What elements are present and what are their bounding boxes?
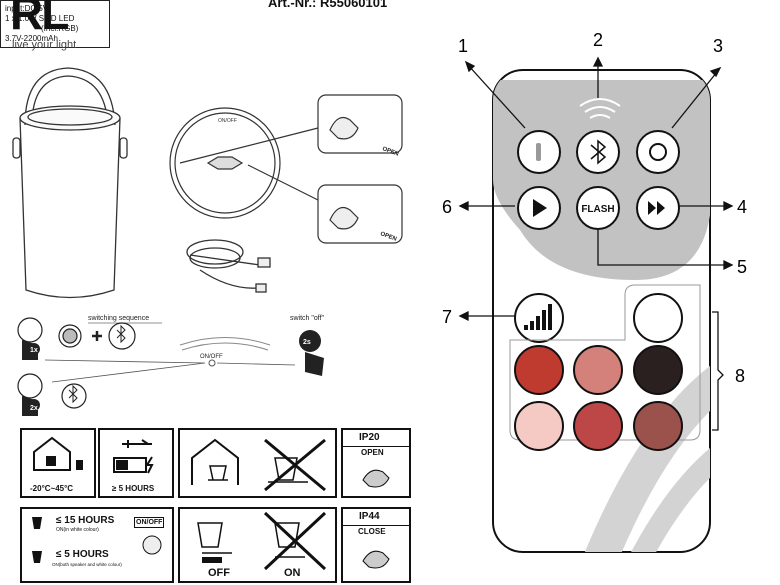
lamp-on-off-icon <box>197 511 327 571</box>
article-number: Art.-Nr.: R55060101 <box>268 0 388 10</box>
base-on-off-label: ON/OFF <box>218 118 237 124</box>
ip20-box: IP20 OPEN <box>341 428 411 498</box>
on-off-dot <box>208 359 216 367</box>
open-label-2: OPEN <box>379 231 397 242</box>
brand-tagline: live your light <box>12 39 77 51</box>
switch-off-label: switch "off" <box>290 315 325 322</box>
temperature-range: -20°C~45°C <box>30 484 74 493</box>
on-label: ON <box>284 567 301 579</box>
hold-2s-label: 2s <box>303 339 311 346</box>
callout-5: 5 <box>737 257 747 277</box>
usb-charge-icon <box>113 439 154 474</box>
open-label-1: OPEN <box>381 146 399 157</box>
press-2x-label: 2x <box>30 405 38 412</box>
spec-box: input:DC 5V 1 x 1.0W SMD LED (Incl.RGB) … <box>0 0 110 48</box>
color-button-red[interactable] <box>514 345 564 395</box>
off-icon <box>649 143 667 161</box>
callout-arrows <box>458 56 734 431</box>
house-icon <box>33 436 83 471</box>
remote-diagram: FLASH 1 2 3 4 5 6 7 8 <box>442 30 747 553</box>
usb-cable-illustration <box>186 239 271 293</box>
color-button-dark[interactable] <box>633 345 683 395</box>
ip44-box: IP44 CLOSE <box>341 507 411 583</box>
indoor-only-icon <box>191 438 326 492</box>
manual-illustrations: ON/OFF OPEN OPEN switching sequence swit… <box>12 67 403 416</box>
runtime-both-note: ON(both speaker and white colour) <box>52 562 122 567</box>
lamp-base-illustration <box>169 94 403 244</box>
runtime-white-note: ON(in white colour) <box>56 527 99 533</box>
spec-line: (Incl.RGB) <box>41 24 79 33</box>
color-grid-frame <box>509 284 701 441</box>
color-button-crimson[interactable] <box>573 401 623 451</box>
ip20-state: OPEN <box>361 448 384 457</box>
color-button-pink[interactable] <box>514 401 564 451</box>
callout-7: 7 <box>442 307 452 327</box>
runtime-both: ≤ 5 HOURS <box>56 549 109 560</box>
off-label: OFF <box>208 567 230 579</box>
brand-logo: RL <box>10 0 69 39</box>
temperature-box: -20°C~45°C <box>20 428 96 498</box>
open-plug-icon <box>362 469 390 488</box>
closed-plug-icon <box>362 550 390 569</box>
indoor-box <box>178 428 337 498</box>
play-icon <box>533 199 547 217</box>
charge-time: ≥ 5 HOURS <box>112 484 155 493</box>
spec-line: 3.7V-2200mAh <box>5 34 58 43</box>
flash-label: FLASH <box>581 204 614 215</box>
press-1x-label: 1x <box>30 347 38 354</box>
on-off-indicator-label: ON/OFF <box>200 354 223 360</box>
runtime-box: ≤ 15 HOURS ON(in white colour) ≤ 5 HOURS… <box>20 507 174 583</box>
off-button[interactable] <box>636 130 680 174</box>
color-button-white[interactable] <box>633 293 683 343</box>
callout-3: 3 <box>713 36 723 56</box>
callout-1: 1 <box>458 36 468 56</box>
lamp-runtime-icon <box>32 517 42 563</box>
sequence-icons <box>58 322 136 350</box>
ip20-rating: IP20 <box>359 432 380 443</box>
fast-forward-icon <box>648 201 665 215</box>
bluetooth-speaker-icon <box>61 383 87 409</box>
color-button-brown[interactable] <box>633 401 683 451</box>
switching-sequence-label: switching sequence <box>88 315 149 322</box>
color-button-light-red[interactable] <box>573 345 623 395</box>
base-edge-illustration <box>179 337 271 351</box>
remote-top-panel <box>493 80 710 280</box>
on-off-button-icon <box>142 535 162 555</box>
callout-2: 2 <box>593 30 603 50</box>
on-off-button-label: ON/OFF <box>134 517 165 528</box>
wireless-icon <box>579 98 621 119</box>
hold-2s-hand <box>299 330 324 376</box>
ip44-rating: IP44 <box>359 511 380 522</box>
callout-4: 4 <box>737 197 747 217</box>
brightness-bars-icon <box>524 304 552 330</box>
callout-6: 6 <box>442 197 452 217</box>
lamp-illustration <box>12 67 128 299</box>
ip44-state: CLOSE <box>358 527 386 536</box>
press-1x-hand <box>17 317 43 360</box>
press-2x-hand <box>17 373 43 416</box>
callout-8: 8 <box>735 366 745 386</box>
spec-line: 1 x 1.0W SMD LED <box>5 14 75 23</box>
on-off-box: OFF ON <box>178 507 337 583</box>
flash-button[interactable] <box>576 186 620 230</box>
bluetooth-icon <box>590 139 607 165</box>
spec-line: input:DC 5V <box>5 4 49 13</box>
charging-box: ≥ 5 HOURS <box>98 428 174 498</box>
runtime-white: ≤ 15 HOURS <box>56 515 115 526</box>
